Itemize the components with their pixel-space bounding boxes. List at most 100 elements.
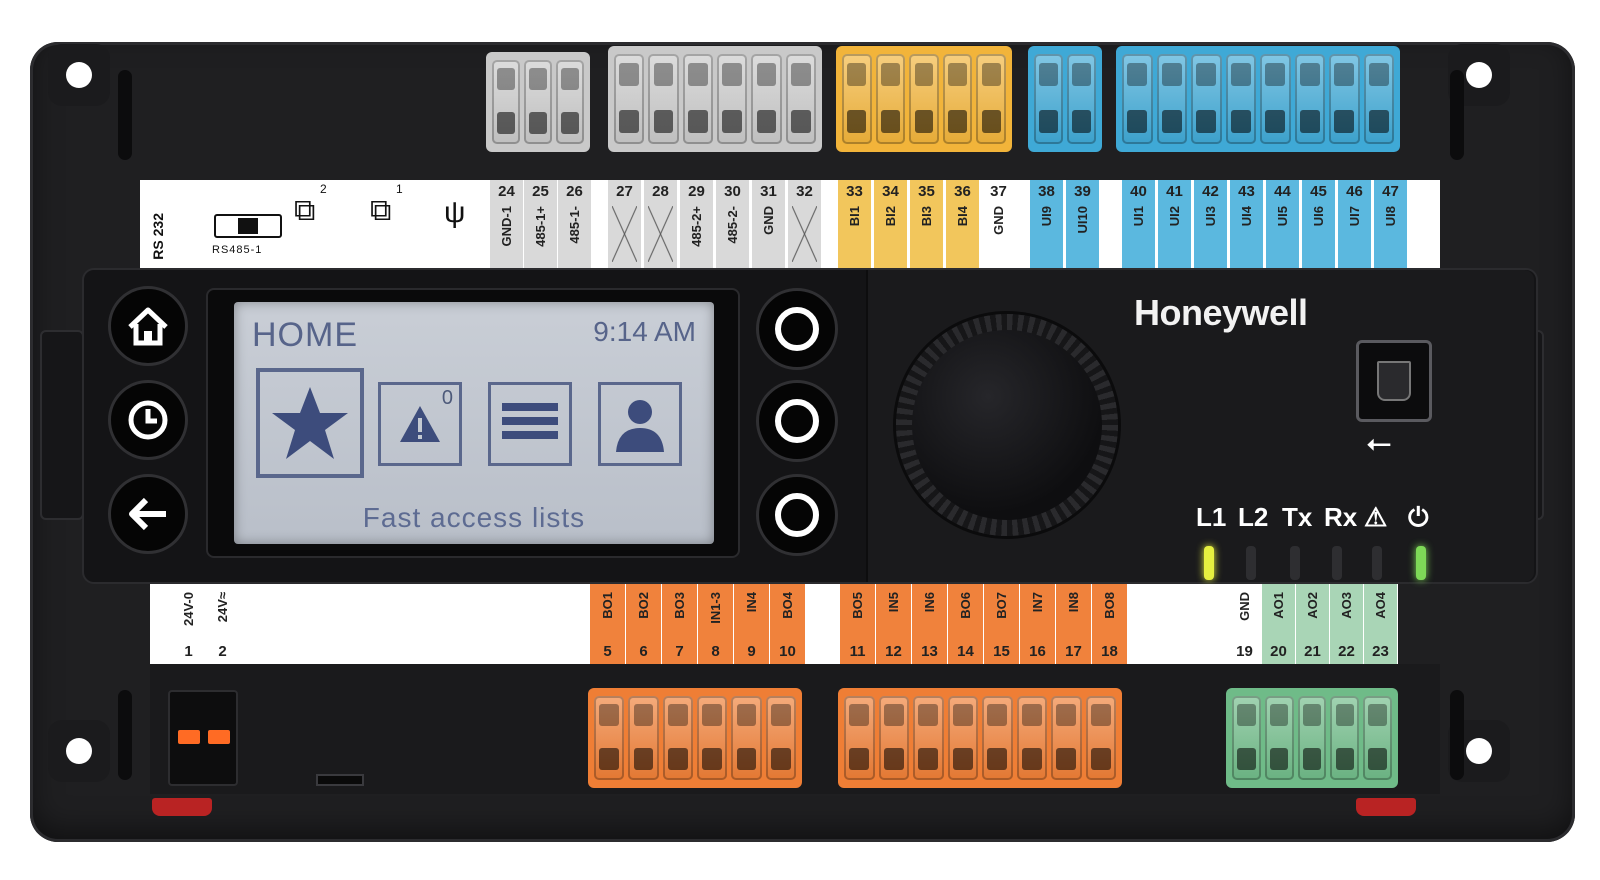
terminal-pin[interactable]: [1330, 696, 1360, 780]
terminal-pin[interactable]: [1225, 54, 1256, 144]
terminal-number: 20: [1270, 643, 1287, 660]
terminal-pin[interactable]: [1156, 54, 1187, 144]
terminal-block-blue-small[interactable]: [1028, 46, 1102, 152]
terminal-block-orange-8[interactable]: [838, 688, 1122, 788]
terminal-block-orange-6[interactable]: [588, 688, 802, 788]
schedule-button[interactable]: [108, 380, 188, 460]
terminal-number: 26: [566, 183, 583, 200]
terminal-pin[interactable]: [913, 696, 944, 780]
softkey-2[interactable]: [756, 380, 838, 462]
terminal-number: 36: [954, 183, 971, 200]
favorites-tile[interactable]: [256, 368, 364, 478]
rs232-label: RS 232: [150, 213, 166, 260]
terminal-pin[interactable]: [662, 696, 693, 780]
terminal-pin[interactable]: [1051, 696, 1082, 780]
terminal-pin[interactable]: [1191, 54, 1222, 144]
terminal-signal: GND: [1237, 592, 1252, 621]
terminal-block-green[interactable]: [1226, 688, 1398, 788]
terminal-pin[interactable]: [696, 696, 728, 780]
softkey-3[interactable]: [756, 474, 838, 556]
terminal-number: 29: [688, 183, 705, 200]
terminal-pin[interactable]: [785, 54, 816, 144]
terminal-number: 37: [990, 183, 1007, 200]
softkey-1[interactable]: [756, 288, 838, 370]
terminal-signal: BI2: [883, 206, 898, 227]
usb-b-port[interactable]: [1356, 340, 1432, 422]
terminal-number: 34: [882, 183, 899, 200]
mount-hole-bottom-right: [1466, 738, 1492, 764]
terminal-pin[interactable]: [878, 696, 909, 780]
lists-tile[interactable]: [488, 382, 572, 466]
power-lever[interactable]: [208, 730, 230, 744]
terminal-block-gray-small[interactable]: [486, 52, 590, 152]
led-label-1: L2: [1238, 502, 1269, 532]
switch-knob[interactable]: [238, 218, 258, 234]
terminal-pin[interactable]: [1297, 696, 1327, 780]
mount-hole-bottom-left: [66, 738, 92, 764]
terminal-pin[interactable]: [594, 696, 625, 780]
din-rail-clip-left[interactable]: [152, 798, 212, 816]
terminal-pin[interactable]: [976, 54, 1006, 144]
terminal-pin[interactable]: [524, 60, 552, 144]
terminal-pin[interactable]: [947, 696, 978, 780]
terminal-pin[interactable]: [682, 54, 713, 144]
terminal-pin[interactable]: [731, 696, 762, 780]
terminal-pin[interactable]: [844, 696, 875, 780]
terminal-pin[interactable]: [1085, 696, 1116, 780]
terminal-pin[interactable]: [556, 60, 584, 144]
terminal-pin[interactable]: [628, 696, 659, 780]
rotary-knob-cap[interactable]: [912, 330, 1102, 520]
terminal-label-27: 27: [608, 180, 642, 268]
terminal-pin[interactable]: [716, 54, 748, 144]
terminal-pin[interactable]: [909, 54, 939, 144]
lcd-screen[interactable]: HOME 9:14 AM 0 Fast access lists: [234, 302, 714, 544]
user-tile[interactable]: [598, 382, 682, 466]
terminal-pin[interactable]: [1260, 54, 1291, 144]
terminal-pin[interactable]: [614, 54, 645, 144]
terminal-pin[interactable]: [1294, 54, 1325, 144]
ring-icon: [775, 399, 819, 443]
terminal-block-gray-large[interactable]: [608, 46, 822, 152]
terminal-block-yellow[interactable]: [836, 46, 1012, 152]
status-led: [1416, 546, 1426, 580]
back-button[interactable]: [108, 474, 188, 554]
terminal-pin[interactable]: [751, 54, 782, 144]
service-port[interactable]: [316, 774, 364, 786]
terminal-pin[interactable]: [842, 54, 872, 144]
terminal-pin[interactable]: [1016, 696, 1047, 780]
terminal-pin[interactable]: [942, 54, 973, 144]
terminal-number: 25: [532, 183, 549, 200]
terminal-block-blue-large[interactable]: [1116, 46, 1400, 152]
terminal-pin[interactable]: [765, 696, 796, 780]
terminal-pin[interactable]: [1122, 54, 1153, 144]
terminal-number: 17: [1065, 643, 1082, 660]
power-connector[interactable]: [168, 690, 238, 786]
terminal-pin[interactable]: [1363, 696, 1392, 780]
din-rail-clip-right[interactable]: [1356, 798, 1416, 816]
alarms-tile[interactable]: 0: [378, 382, 462, 466]
home-button[interactable]: [108, 286, 188, 366]
terminal-pin[interactable]: [1034, 54, 1063, 144]
power-lever[interactable]: [178, 730, 200, 744]
terminal-pin[interactable]: [1363, 54, 1394, 144]
terminal-signal: IN8: [1066, 592, 1081, 613]
terminal-pin[interactable]: [875, 54, 906, 144]
terminal-number: 18: [1101, 643, 1118, 660]
usb-icon: ψ: [444, 196, 466, 229]
terminal-signal: IN5: [886, 592, 901, 613]
bus-termination-switch[interactable]: [214, 214, 282, 238]
terminal-pin[interactable]: [1232, 696, 1261, 780]
terminal-pin[interactable]: [982, 696, 1013, 780]
terminal-pin[interactable]: [648, 54, 679, 144]
terminal-pin[interactable]: [492, 60, 520, 144]
terminal-pin[interactable]: [1067, 54, 1096, 144]
terminal-pin[interactable]: [1264, 696, 1294, 780]
terminal-pin[interactable]: [1329, 54, 1360, 144]
